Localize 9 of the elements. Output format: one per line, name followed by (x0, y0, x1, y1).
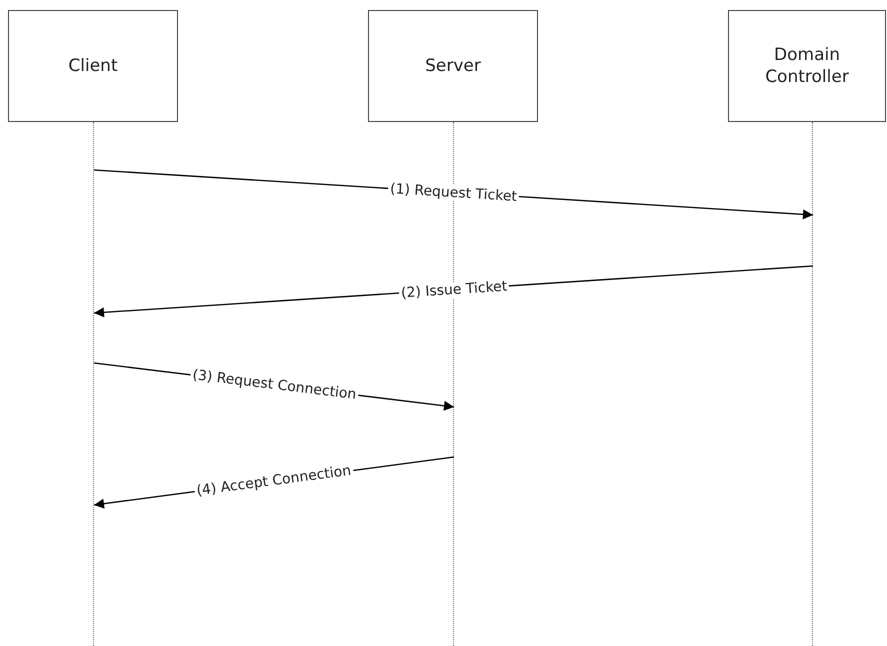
participant-name: Client (68, 54, 118, 78)
participant-name: Domain Controller (764, 44, 850, 88)
lifeline (812, 122, 814, 646)
participant-box (368, 10, 538, 122)
lifeline (93, 122, 94, 646)
participant-name: Server (425, 54, 481, 78)
message-label: (2) Issue Ticket (398, 278, 510, 302)
participant-box (728, 10, 886, 122)
participant-box (8, 10, 178, 122)
